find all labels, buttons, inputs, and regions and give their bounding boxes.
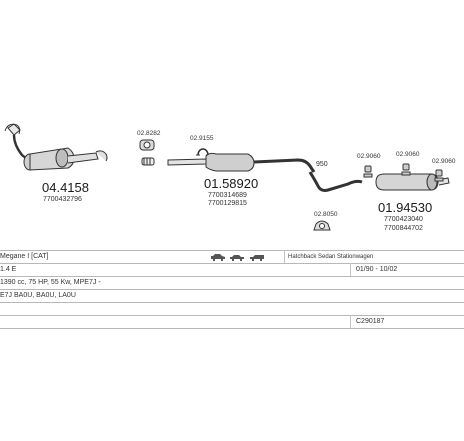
clamp-number: 02.9155: [190, 135, 214, 142]
exhaust-diagram: 04.4158 7700432796 02.8282 02.9155 01.58…: [4, 123, 456, 232]
middle-pipe-number: 01.58920: [204, 176, 258, 191]
rear-pipe: [308, 171, 363, 192]
mount-icon: [313, 220, 331, 231]
gasket-number: 02.8282: [137, 130, 161, 137]
rear-silencer-oem2: 7700844702: [384, 225, 423, 232]
rubber-1-number: 02.9060: [357, 153, 381, 160]
middle-pipe: [167, 152, 316, 173]
vehicle-model: Megane I [CAT]: [0, 253, 49, 260]
middle-pipe-oem2: 7700129815: [208, 200, 247, 207]
wagon-icon: [250, 255, 264, 261]
rubber-mount-icon: [401, 163, 411, 176]
vehicle-bodies: Hatchback Sedan Stationwagen: [288, 254, 374, 260]
cat-front-number: 04.4158: [42, 180, 89, 195]
catalyst-front: [4, 123, 108, 171]
transmission: E7J BA0U, BA0U, LA0U: [0, 292, 76, 299]
middle-pipe-oem1: 7700314689: [208, 192, 247, 199]
catalog-number: C290187: [356, 318, 385, 325]
mount-number: 02.8050: [314, 211, 338, 218]
rear-silencer-oem1: 7700423040: [384, 216, 423, 223]
cat-front-oem: 7700432796: [43, 196, 82, 203]
engine-code: 1.4 E: [0, 266, 17, 273]
engine-details: 1390 cc, 75 HP, 55 Kw, MPE7J -: [0, 279, 101, 286]
rubber-mount-icon: [434, 169, 444, 182]
rubber-mount-icon: [363, 165, 373, 178]
gasket-icon: [139, 139, 155, 151]
rear-silencer-number: 01.94530: [378, 200, 432, 215]
spring-icon: [141, 157, 155, 166]
rubber-3-number: 02.9060: [432, 158, 456, 165]
rubber-2-number: 02.9060: [396, 151, 420, 158]
vehicle-years: 01/90 - 10/02: [356, 266, 398, 273]
length-label: 950: [316, 161, 328, 168]
sedan-icon: [230, 255, 244, 261]
hatchback-icon: [211, 254, 225, 261]
